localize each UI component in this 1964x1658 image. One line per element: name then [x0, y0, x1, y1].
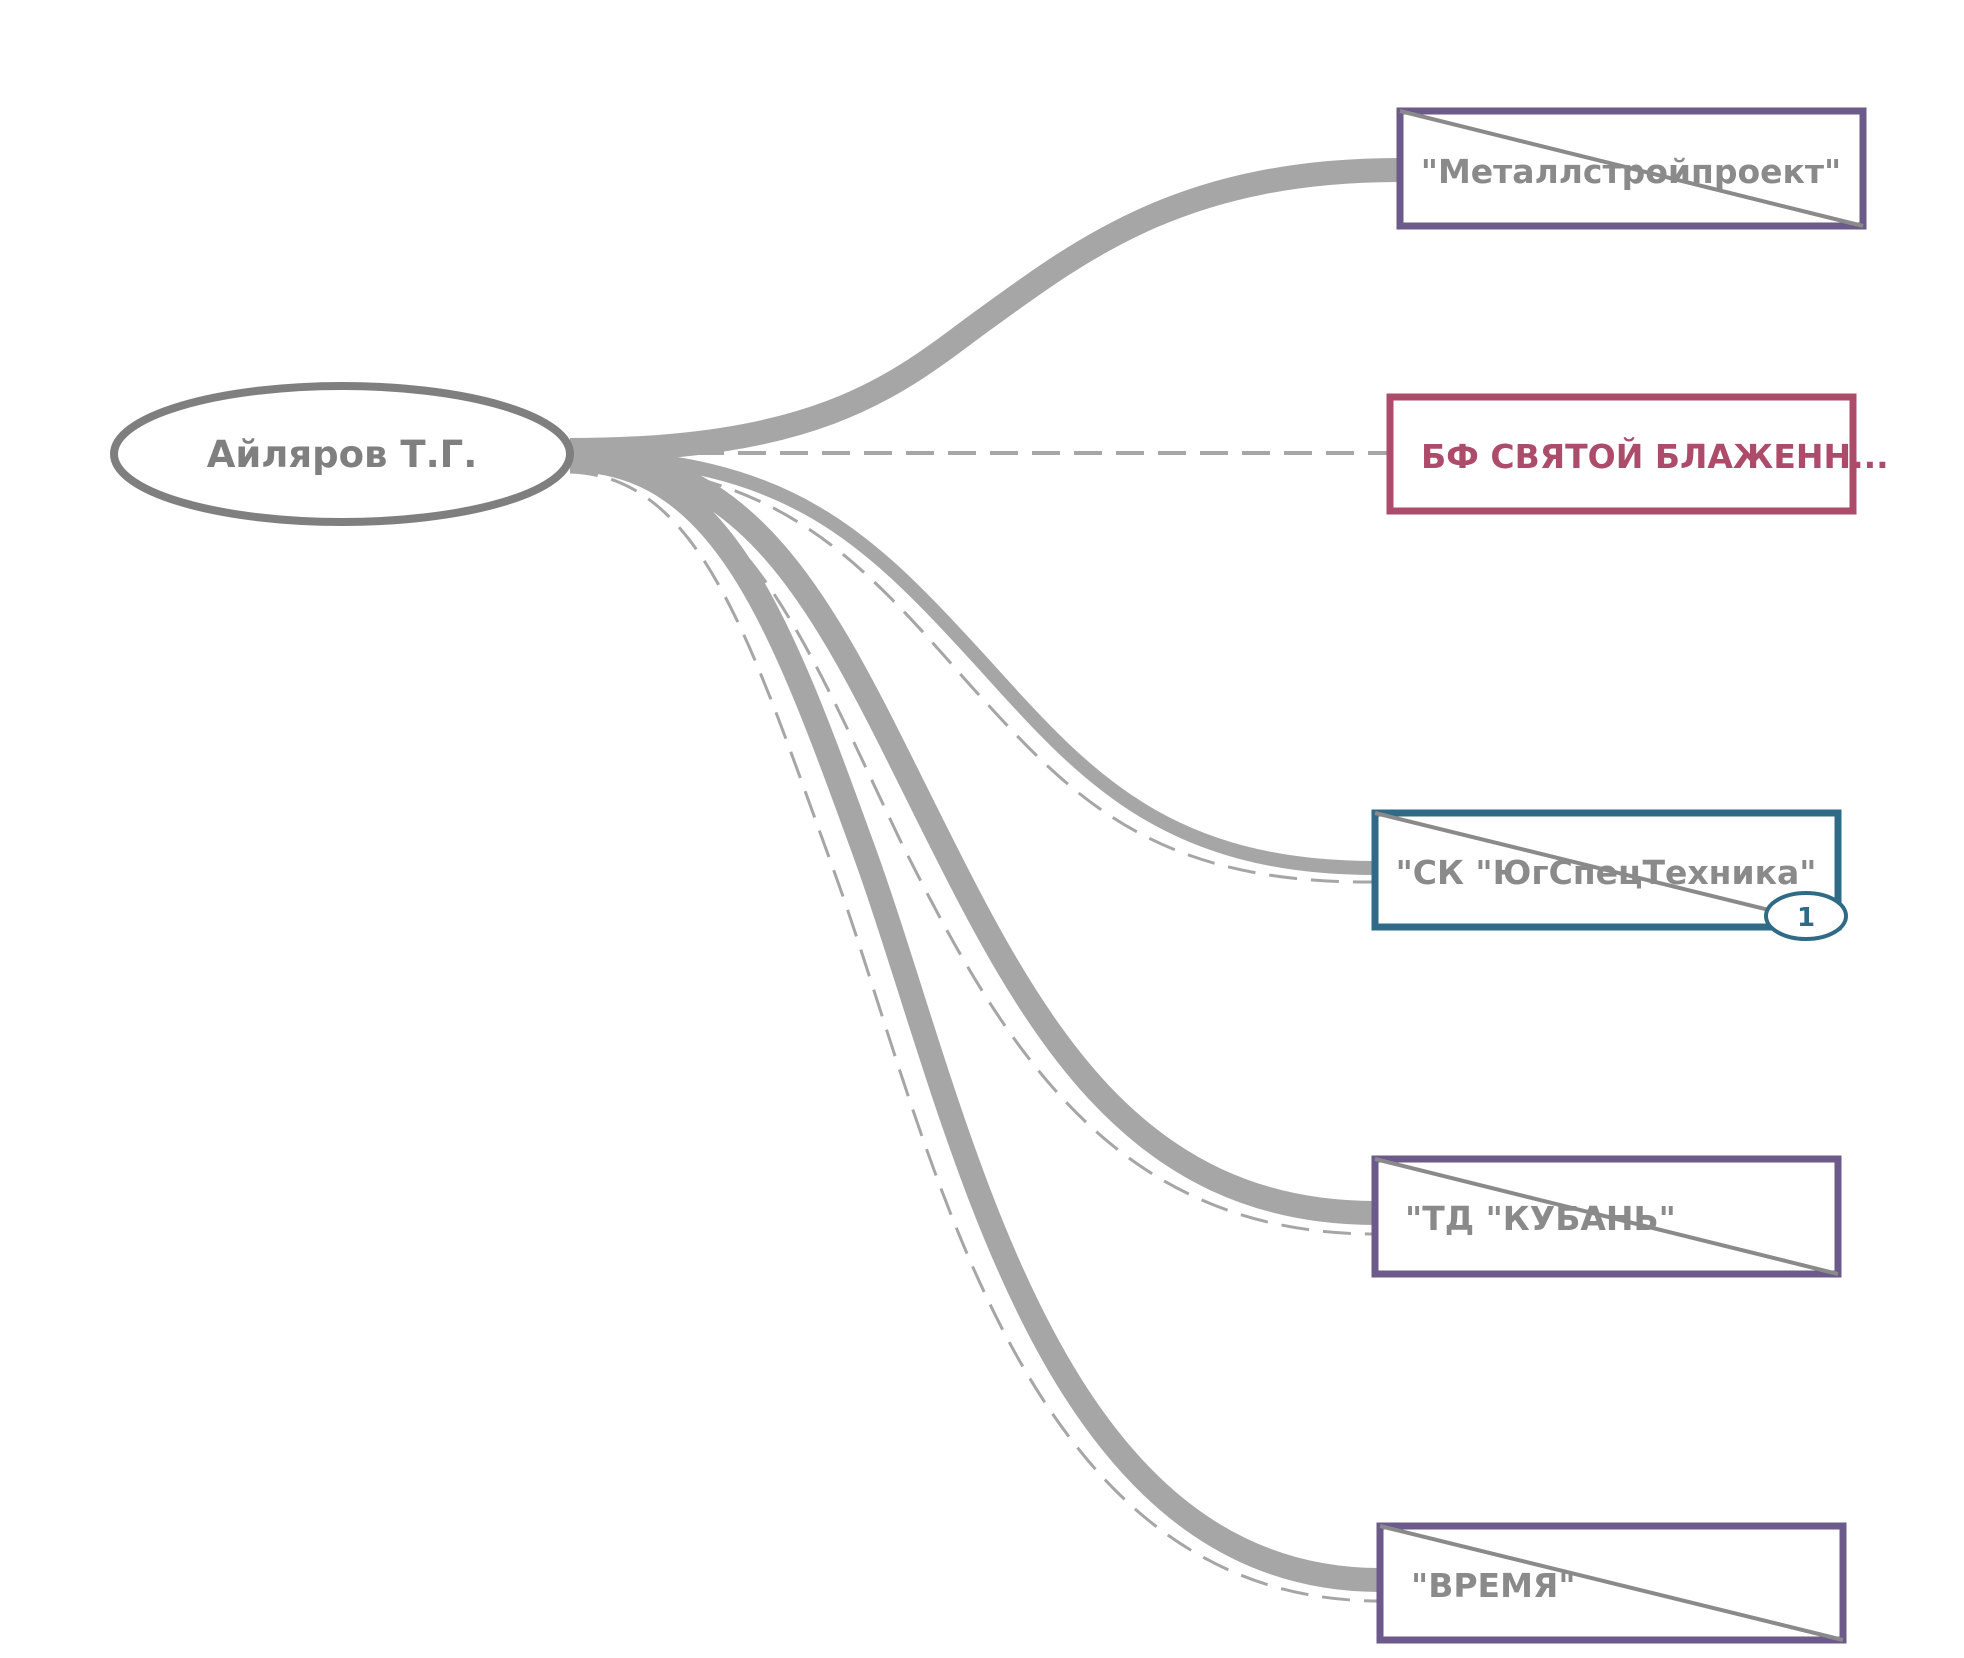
edge-solid-sk: [569, 449, 1376, 875]
liquidated-cross-line: [1399, 109, 1864, 228]
company-node-bf-box: [1386, 393, 1857, 515]
company-node-vremya-label: "ВРЕМЯ": [1411, 1566, 1576, 1605]
person-node[interactable]: Айляров Т.Г.: [110, 382, 574, 526]
liquidated-cross-line: [1374, 1157, 1839, 1276]
edge-dashed-vremya: [569, 470, 1381, 1603]
edge-solid-metall: [569, 158, 1401, 462]
edge-solid-td: [569, 444, 1376, 1225]
company-node-metall-label: "Металлстройпроект": [1421, 152, 1841, 191]
badge-ellipse: [1764, 891, 1848, 941]
company-node-bf-label: БФ СВЯТОЙ БЛАЖЕНН...: [1421, 436, 1889, 476]
liquidated-cross-line: [1374, 811, 1839, 929]
edge-dashed-sk: [569, 460, 1376, 884]
liquidated-cross-line: [1379, 1524, 1844, 1642]
company-node-metall[interactable]: "Металлстройпроект": [1396, 107, 1867, 230]
company-node-td[interactable]: "ТД "КУБАНЬ": [1371, 1155, 1842, 1278]
edge-solid-vremya: [569, 448, 1381, 1592]
company-node-td-label: "ТД "КУБАНЬ": [1405, 1199, 1676, 1238]
badge-count: 1: [1797, 903, 1815, 933]
edges: [569, 158, 1401, 1603]
company-node-sk[interactable]: "СК "ЮгСпецТехника" 1: [1371, 809, 1848, 941]
company-node-sk-label: "СК "ЮгСпецТехника": [1396, 853, 1817, 892]
edge-dashed-td: [569, 464, 1376, 1236]
person-node-ellipse: [110, 382, 574, 526]
company-node-bf[interactable]: БФ СВЯТОЙ БЛАЖЕНН...: [1386, 393, 1889, 515]
person-node-label: Айляров Т.Г.: [207, 433, 478, 476]
company-node-vremya[interactable]: "ВРЕМЯ": [1376, 1522, 1847, 1644]
company-node-sk-badge[interactable]: 1: [1764, 891, 1848, 941]
